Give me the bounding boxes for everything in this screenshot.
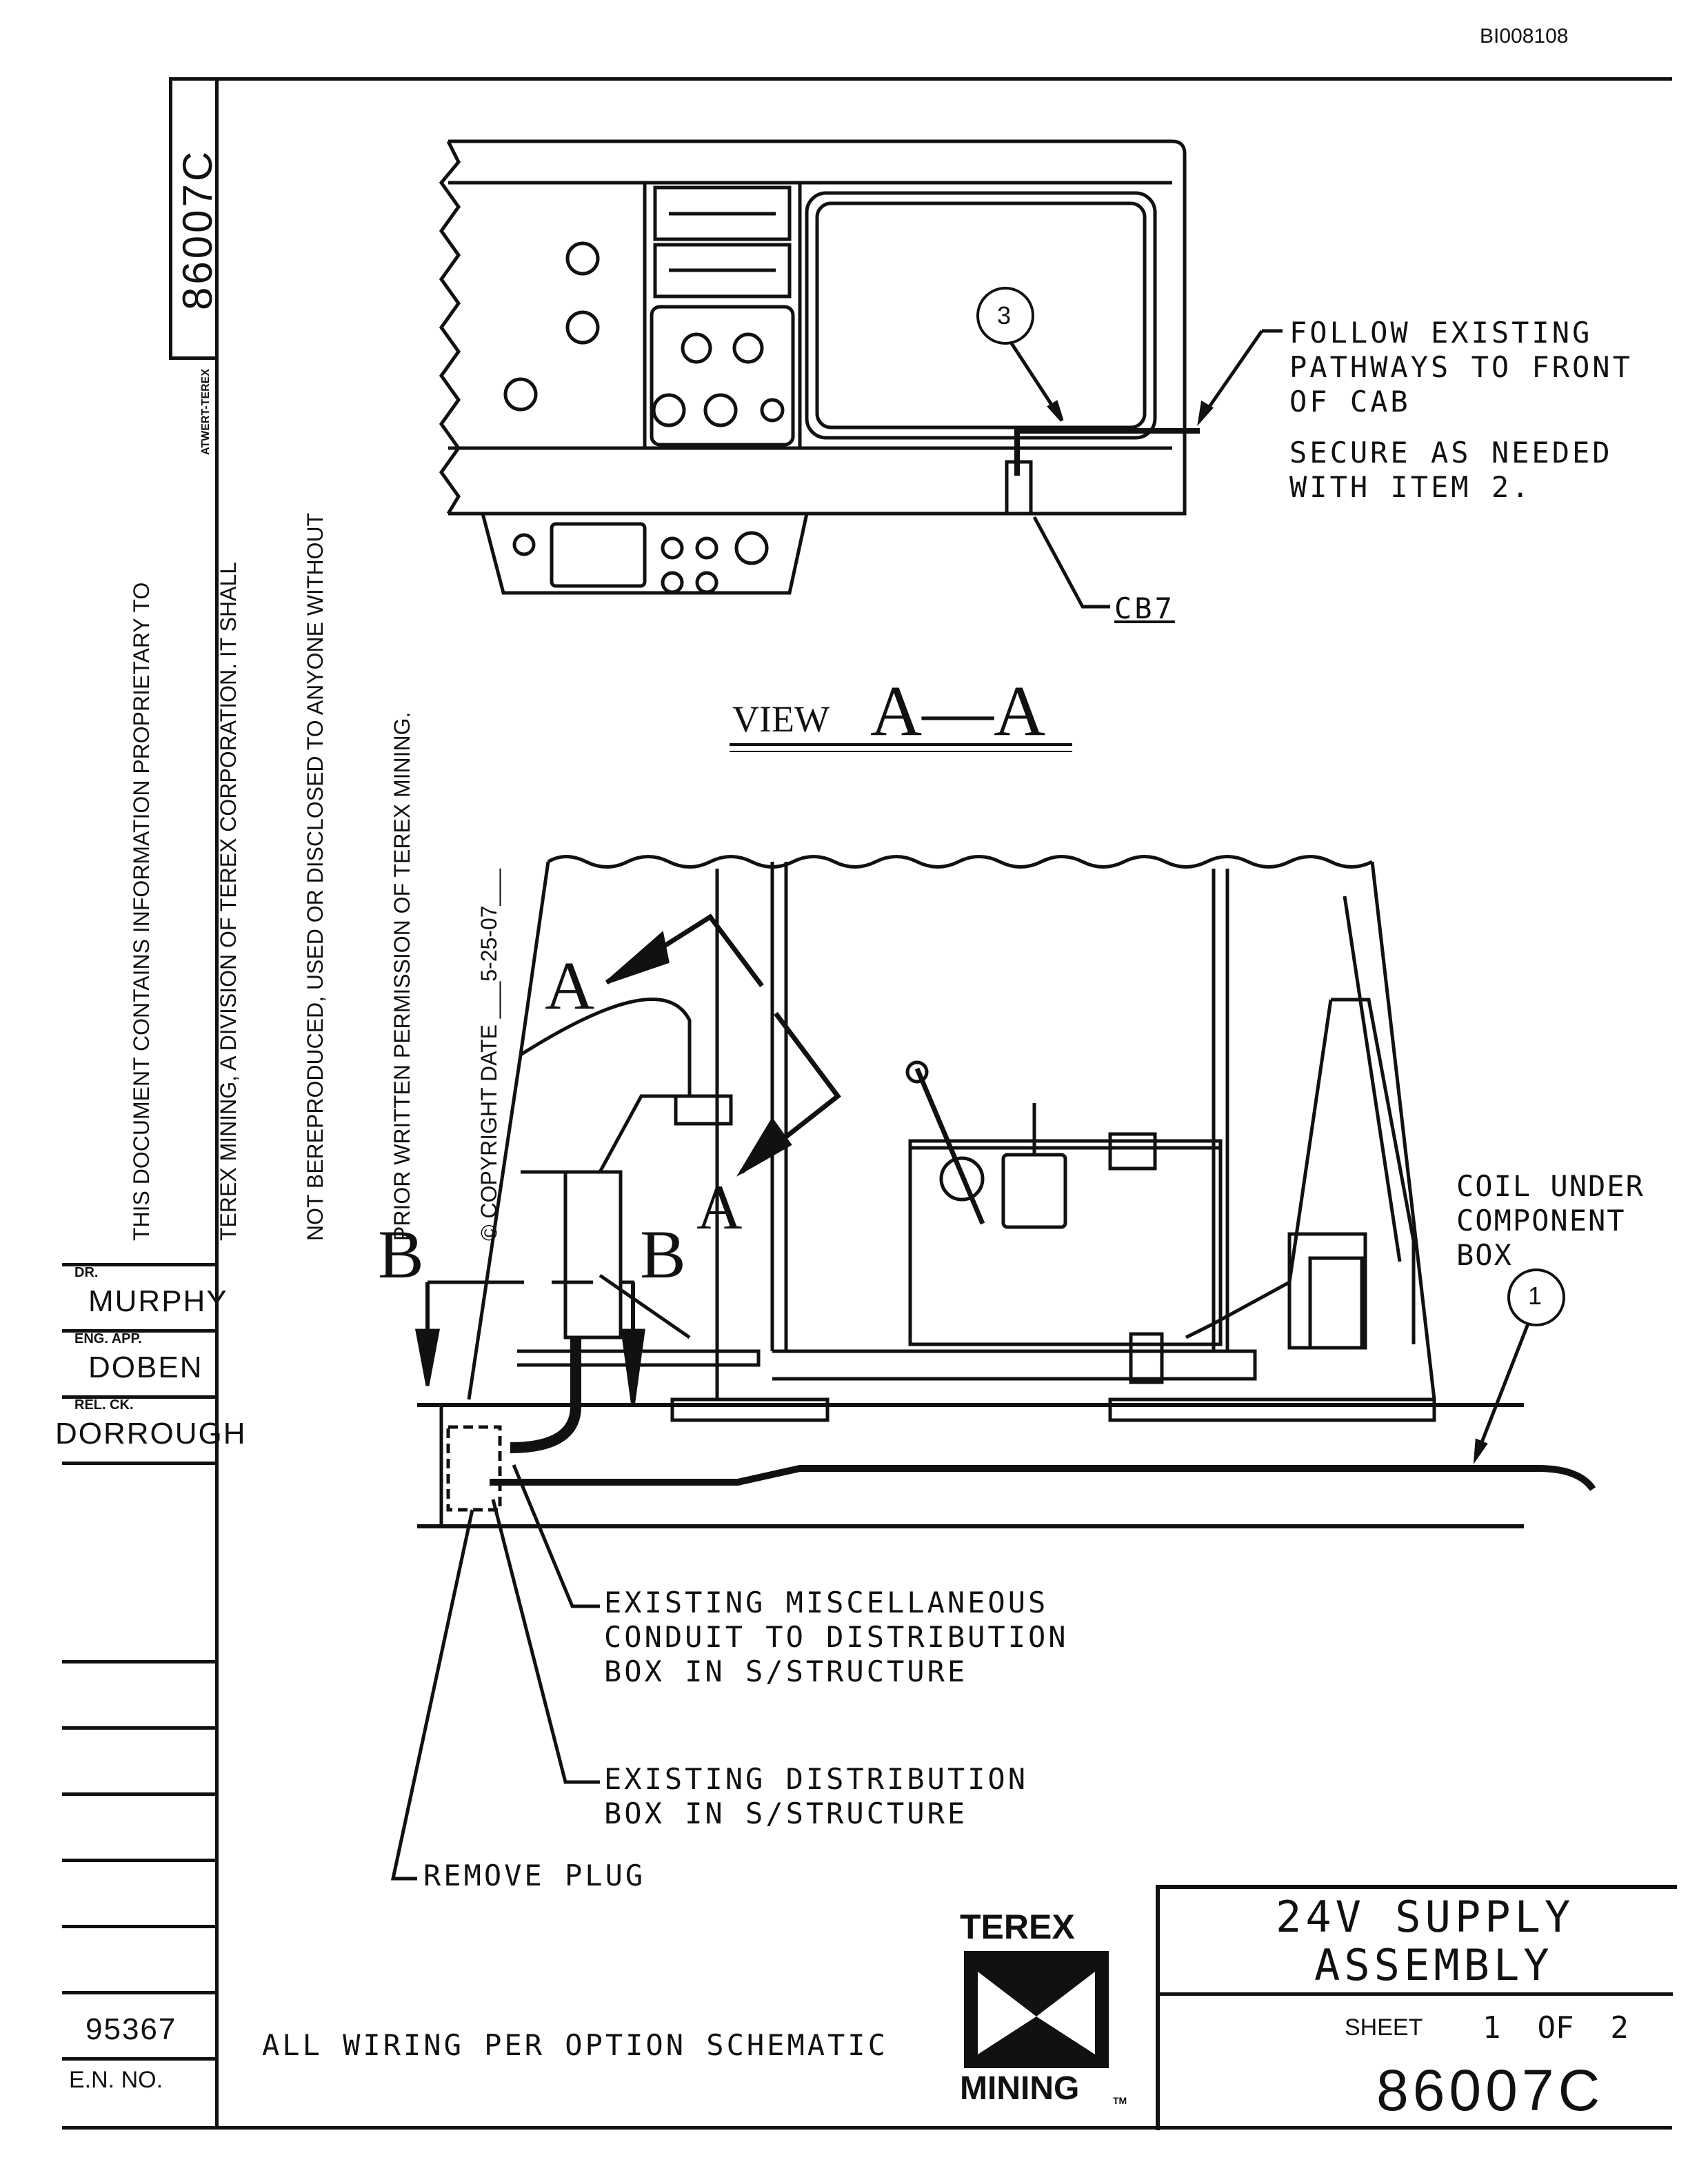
view-letters: A—A	[870, 671, 1046, 751]
right-compartment	[805, 191, 1157, 440]
dr-name: MURPHY	[88, 1284, 228, 1318]
frame-top-line	[169, 77, 1672, 81]
vertical-number-box	[169, 77, 219, 360]
cab-top-break	[547, 855, 1374, 869]
dr-label: DR.	[74, 1265, 99, 1280]
follow-note-2: PATHWAYS TO FRONT	[1289, 350, 1633, 384]
cb7-label: CB7	[1114, 592, 1175, 625]
rel-ck-name: DORROUGH	[55, 1417, 247, 1450]
vent-upper	[653, 185, 792, 241]
sheet-value: 1 OF 2	[1483, 2010, 1629, 2045]
center-frame	[908, 1139, 1223, 1346]
en-label: E.N. NO.	[69, 2067, 163, 2093]
sig-divider	[62, 1329, 215, 1333]
rel-ck-label: REL. CK.	[74, 1397, 134, 1413]
title-line-1: 24V SUPPLY	[1276, 1892, 1575, 1942]
console-outline	[448, 139, 1187, 516]
blank-row-line	[62, 1991, 215, 1994]
section-b-left: B	[378, 1216, 424, 1293]
control-panel	[650, 305, 795, 447]
secure-note-1: SECURE AS NEEDED	[1289, 436, 1613, 469]
blank-row-line	[62, 1660, 215, 1664]
wiring-note: ALL WIRING PER OPTION SCHEMATIC	[262, 2028, 888, 2062]
component-box-left	[563, 1170, 623, 1339]
follow-note-3: OF CAB	[1289, 385, 1411, 418]
title-line-2: ASSEMBLY	[1314, 1940, 1554, 1990]
distbox-note-2: BOX IN S/STRUCTURE	[604, 1797, 968, 1830]
en-number: 95367	[86, 2012, 177, 2046]
console-lower-lip	[481, 513, 809, 595]
vent-lower	[653, 243, 792, 299]
terex-logo-icon	[964, 1951, 1109, 2068]
follow-note-1: FOLLOW EXISTING	[1289, 316, 1593, 350]
blank-row-line	[62, 1792, 215, 1796]
remove-plug-note: REMOVE PLUG	[423, 1859, 646, 1892]
conduit-note-2: CONDUIT TO DISTRIBUTION	[604, 1620, 1069, 1654]
logo-top-text: TEREX	[960, 1908, 1075, 1946]
console-break-edge	[439, 140, 461, 515]
coil-cable	[490, 1465, 1596, 1491]
sig-divider	[62, 1263, 215, 1266]
view-word: VIEW	[732, 698, 830, 740]
title-divider	[1156, 1992, 1673, 1996]
secure-note-2: WITH ITEM 2.	[1289, 470, 1532, 504]
coil-note-2: COMPONENT	[1456, 1204, 1626, 1237]
section-b-right: B	[640, 1216, 686, 1293]
frame-left-line	[215, 77, 219, 2128]
coil-note-3: BOX	[1456, 1238, 1513, 1272]
callout-1-label: 1	[1528, 1282, 1543, 1310]
logo-tm: TM	[1113, 2095, 1127, 2106]
component-box	[1001, 1153, 1067, 1229]
frame-bottom-line	[62, 2126, 1672, 2130]
coil-note-1: COIL UNDER	[1456, 1169, 1645, 1203]
title-drawing-number: 86007C	[1376, 2058, 1605, 2123]
blank-row-line	[62, 1726, 215, 1730]
en-divider	[62, 2057, 215, 2061]
callout-3-circle	[976, 287, 1034, 345]
sheet-label: SHEET	[1345, 2014, 1423, 2041]
conduit	[510, 1337, 581, 1453]
conduit-note-3: BOX IN S/STRUCTURE	[604, 1655, 968, 1688]
callout-3-label: 3	[997, 301, 1012, 330]
cb7-box	[1005, 460, 1033, 516]
distbox-note-1: EXISTING DISTRIBUTION	[604, 1762, 1029, 1796]
document-id: BI008108	[1480, 25, 1569, 48]
eng-app-label: ENG. APP.	[74, 1331, 142, 1346]
title-block	[1156, 1885, 1677, 2130]
section-a-lower: A	[696, 1172, 743, 1242]
distribution-box	[446, 1425, 502, 1512]
callout-1-circle	[1507, 1268, 1565, 1326]
sig-divider	[62, 1395, 215, 1399]
section-a-upper: A	[545, 947, 595, 1024]
conduit-note-1: EXISTING MISCELLANEOUS	[604, 1586, 1049, 1619]
sig-divider	[62, 1462, 215, 1465]
eng-app-name: DOBEN	[88, 1351, 203, 1384]
blank-row-line	[62, 1925, 215, 1928]
blank-row-line	[62, 1859, 215, 1862]
logo-bottom-text: MINING	[960, 2070, 1080, 2107]
